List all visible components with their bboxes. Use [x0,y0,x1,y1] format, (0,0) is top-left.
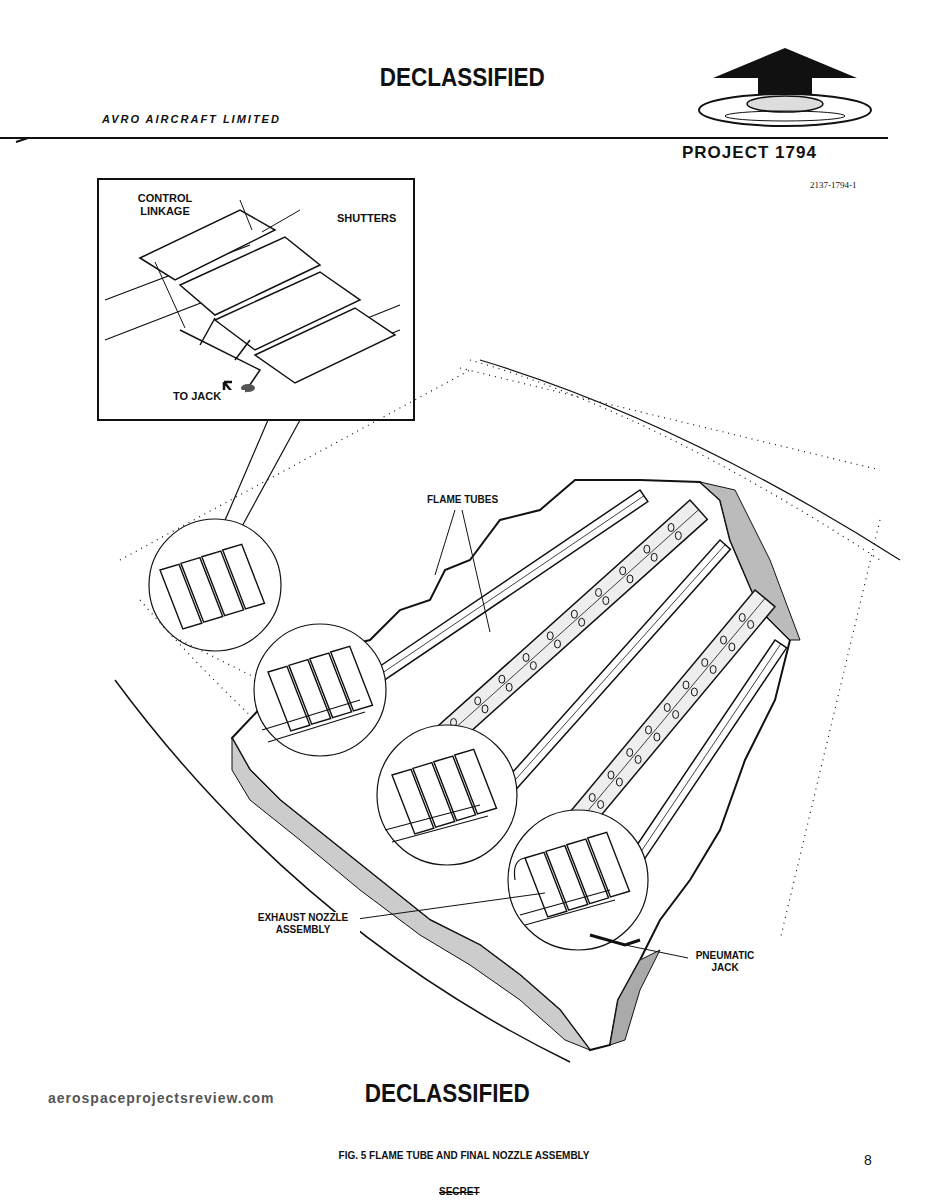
page-text: PROJECT 1794 [680,143,884,163]
page-text: 8 [862,1152,886,1169]
header-rule [0,137,888,139]
stamp: DECLASSIFIED [363,1078,547,1108]
callout-circle [254,624,386,756]
callout-circle [377,725,517,865]
page-text: SECRET [437,1186,521,1198]
project-logo [699,48,871,126]
part-label: SHUTTERS [335,212,409,225]
callout-circle [508,810,648,950]
inset-shutters [105,200,400,392]
part-label: FLAME TUBES [425,494,519,506]
callout-circle [149,519,281,651]
part-label: CONTROL LINKAGE [123,192,207,218]
inset-frame: CONTROL LINKAGE SHUTTERS TO JACK [97,178,415,421]
cutaway [232,480,800,1050]
part-label: PNEUMATIC JACK [688,950,762,974]
callout-line [220,420,300,532]
part-label: EXHAUST NOZZLE ASSEMBLY [246,912,360,936]
stamp: DECLASSIFIED [378,62,562,92]
pneumatic-jack [590,935,640,945]
mark [16,138,28,142]
part-label: TO JACK [171,390,245,403]
nozzle-shutters [160,544,265,629]
figure-caption: FIG. 5 FLAME TUBE AND FINAL NOZZLE ASSEM… [264,1150,664,1162]
page-text: AVRO AIRCRAFT LIMITED [100,113,334,126]
nozzle-shutters [268,646,373,731]
nozzle-shutters [525,832,630,917]
page-text: 2137-1794-1 [808,180,892,191]
leader-line [350,510,688,958]
page-text: aerospaceprojectsreview.com [46,1090,340,1107]
nozzle-shutters [392,749,497,834]
